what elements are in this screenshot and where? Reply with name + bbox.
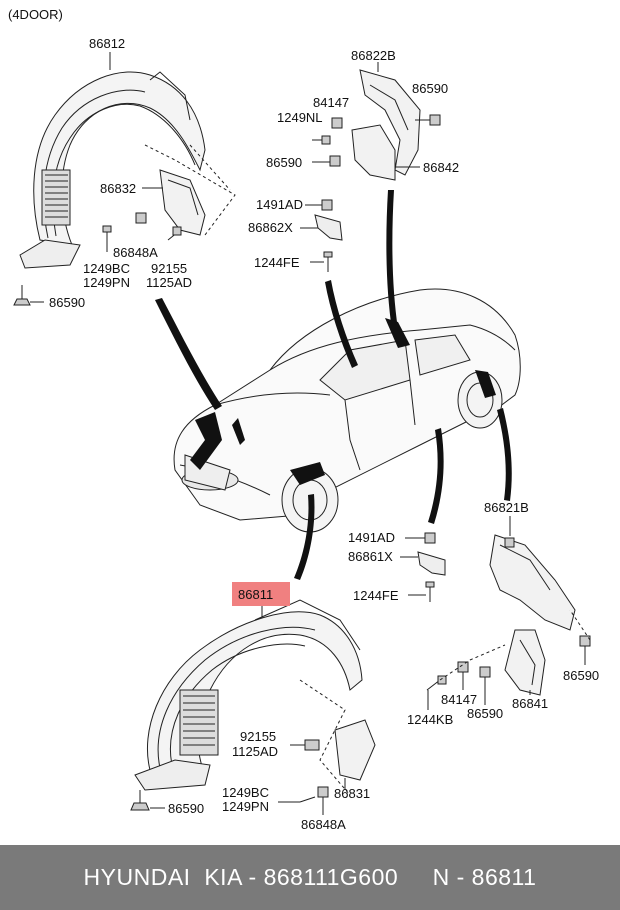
rear-liner-86821b xyxy=(489,534,576,631)
clip-86848a-top xyxy=(135,212,147,224)
label-1249bc-top: 1249BC xyxy=(83,261,130,276)
fasteners-bottom-right xyxy=(426,635,591,710)
label-1125ad-bot: 1125AD xyxy=(232,744,278,759)
label-86848a-top: 86848A xyxy=(113,245,158,260)
fasteners-bottom xyxy=(130,739,329,815)
label-86590-rb: 86590 xyxy=(467,706,503,721)
label-86822b: 86822B xyxy=(351,48,396,63)
label-1249pn-top: 1249PN xyxy=(83,275,130,290)
label-86862x: 86862X xyxy=(248,220,293,235)
highlight-86811 xyxy=(232,582,290,606)
mud-guard-86832 xyxy=(159,169,206,236)
label-92155-bot: 92155 xyxy=(240,729,276,744)
label-84147-bot: 84147 xyxy=(441,692,477,707)
label-1244fe-mid: 1244FE xyxy=(353,588,399,603)
mud-guard-86831 xyxy=(334,719,376,781)
label-86848a-bot: 86848A xyxy=(301,817,346,832)
front-fender-liner-86812 xyxy=(19,71,206,269)
label-1491ad-top: 1491AD xyxy=(256,197,303,212)
label-86831: 86831 xyxy=(334,786,370,801)
parts-diagram: (4DOOR) 86812 86822B 84147 1249NL 86590 … xyxy=(8,7,599,832)
label-86590-bot: 86590 xyxy=(168,801,204,816)
header-note: (4DOOR) xyxy=(8,7,63,22)
leader-curves xyxy=(155,190,512,580)
label-86842: 86842 xyxy=(423,160,459,175)
label-1244kb: 1244KB xyxy=(407,712,453,727)
label-86812: 86812 xyxy=(89,36,125,51)
label-86832: 86832 xyxy=(100,181,136,196)
label-86590-tr: 86590 xyxy=(412,81,448,96)
label-86861x: 86861X xyxy=(348,549,393,564)
mud-guard-86841 xyxy=(504,629,546,696)
bracket-86861x xyxy=(417,532,446,602)
label-86811: 86811 xyxy=(238,587,273,602)
screw-92155-top xyxy=(167,226,182,241)
label-86841: 86841 xyxy=(512,696,548,711)
label-86590-left: 86590 xyxy=(49,295,85,310)
screw-1249bc-top xyxy=(102,225,112,252)
front-fender-liner-86811 xyxy=(134,599,363,791)
label-1244fe-top: 1244FE xyxy=(254,255,300,270)
label-86590-right: 86590 xyxy=(563,668,599,683)
label-1249bc-bot: 1249BC xyxy=(222,785,269,800)
label-84147-top: 84147 xyxy=(313,95,349,110)
bolt-86590-left xyxy=(13,285,31,306)
fasteners-top-mid xyxy=(312,114,441,167)
label-1249nl: 1249NL xyxy=(277,110,323,125)
rear-liner-86822b xyxy=(359,69,421,176)
footer-part-number: HYUNDAI KIA - 868111G600 N - 86811 xyxy=(0,845,620,910)
mud-guard-86842 xyxy=(351,124,396,181)
label-86821b: 86821B xyxy=(484,500,529,515)
bracket-86862x xyxy=(314,199,343,272)
label-92155-top: 92155 xyxy=(151,261,187,276)
label-86590-tm: 86590 xyxy=(266,155,302,170)
label-1249pn-bot: 1249PN xyxy=(222,799,269,814)
sedan-illustration xyxy=(173,288,521,533)
label-1491ad-mid: 1491AD xyxy=(348,530,395,545)
label-1125ad-top: 1125AD xyxy=(146,275,192,290)
